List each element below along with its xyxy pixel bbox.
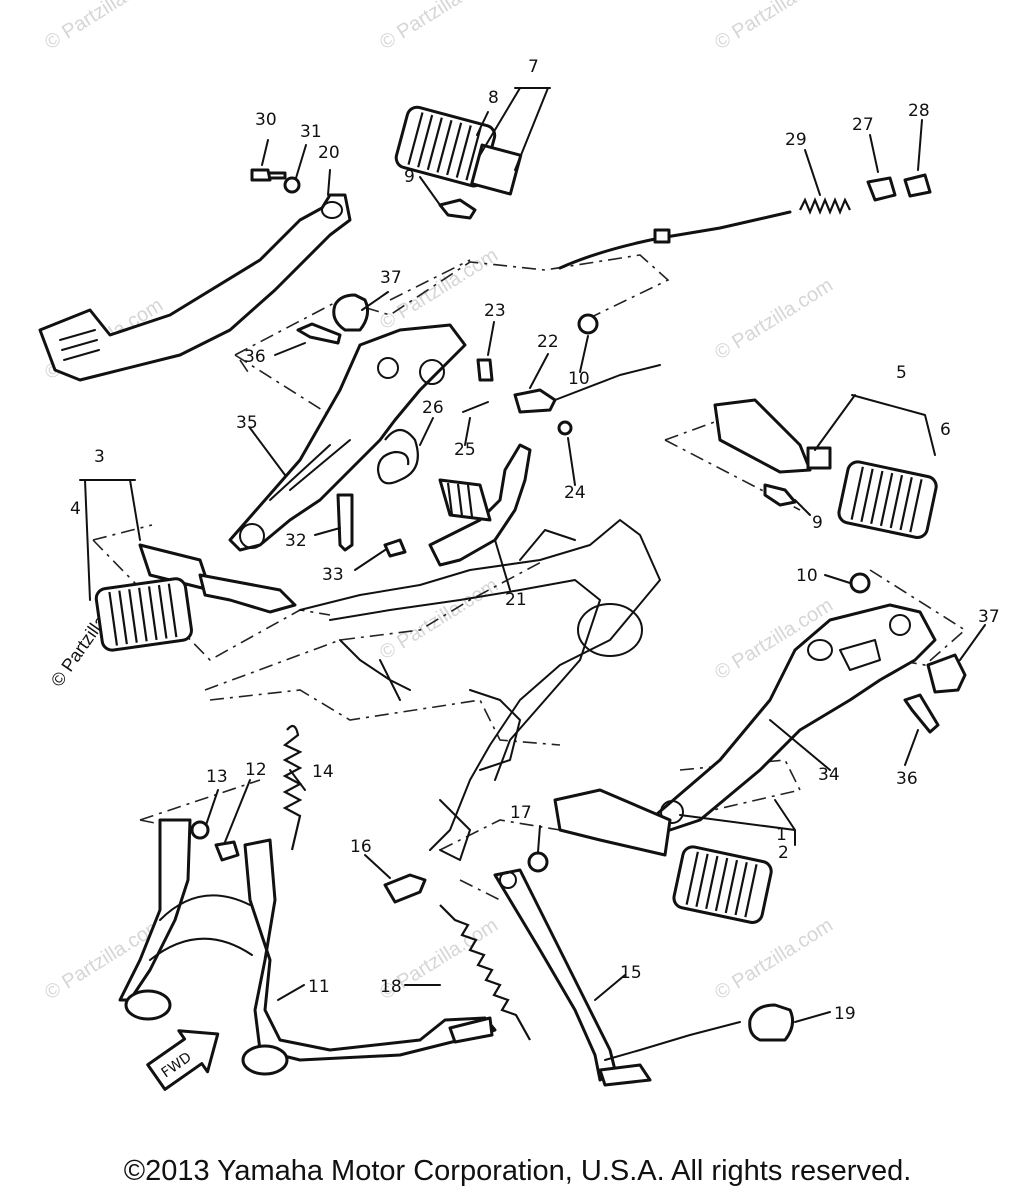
callout-26: 26 [422, 398, 444, 418]
watermark-text: © Partzilla.com [41, 0, 167, 54]
bolt-9-lower-icon [763, 483, 797, 507]
bushing-37-upper-icon [332, 293, 370, 332]
bushing-37-lower-icon [926, 653, 967, 694]
footrest-assembly-right [713, 398, 940, 541]
callout-10-lower: 10 [796, 566, 818, 586]
pin-23-icon [476, 358, 494, 382]
callout-25: 25 [454, 440, 476, 460]
copyright-notice: ©2013 Yamaha Motor Corporation, U.S.A. A… [123, 1155, 912, 1187]
callout-7: 7 [528, 57, 539, 77]
callout-labels: 1 2 3 4 5 6 7 8 9 9 10 10 11 12 13 14 15… [70, 57, 1000, 1024]
brake-pedal [38, 193, 352, 382]
callout-37-upper: 37 [380, 268, 402, 288]
callout-10-upper: 10 [568, 369, 590, 389]
callout-14: 14 [312, 762, 334, 782]
callout-2: 2 [778, 843, 789, 863]
watermark-text: © Partzilla.com [711, 914, 837, 1004]
footrest-bracket-left [228, 323, 467, 552]
callout-3: 3 [94, 447, 105, 467]
callout-37-lower: 37 [978, 607, 1000, 627]
callout-19: 19 [834, 1004, 856, 1024]
callout-6: 6 [940, 420, 951, 440]
callout-32: 32 [285, 531, 307, 551]
footrest-assembly-front [553, 788, 775, 926]
callout-16: 16 [350, 837, 372, 857]
callout-29: 29 [785, 130, 807, 150]
callout-15: 15 [620, 963, 642, 983]
callout-17: 17 [510, 803, 532, 823]
bolt-30-icon [250, 168, 287, 182]
forward-direction-arrow: FWD [146, 1029, 220, 1091]
brake-rod-assembly [558, 173, 932, 270]
callout-33: 33 [322, 565, 344, 585]
callout-34: 34 [818, 765, 840, 785]
bolt-36-lower-icon [903, 693, 940, 734]
spring-18-icon [439, 904, 531, 1041]
bolt-12-icon [214, 840, 240, 862]
nut-10-lower-icon [849, 572, 871, 594]
callout-23: 23 [484, 301, 506, 321]
washer-31-icon [283, 176, 301, 194]
callout-27: 27 [852, 115, 874, 135]
callout-31: 31 [300, 122, 322, 142]
callout-13: 13 [206, 767, 228, 787]
callout-11: 11 [308, 977, 330, 997]
callout-9-lower: 9 [812, 513, 823, 533]
callout-28: 28 [908, 101, 930, 121]
cotter-24-icon [557, 420, 573, 436]
callout-4: 4 [70, 499, 81, 519]
rod-end-icon [554, 364, 661, 401]
bolt-36-upper-icon [296, 322, 342, 345]
callout-18: 18 [380, 977, 402, 997]
nut-33-icon [383, 538, 407, 558]
callout-20: 20 [318, 143, 340, 163]
nut-10-upper-icon [577, 313, 599, 335]
bolt-16-icon [383, 873, 427, 904]
collar-17-icon [527, 851, 549, 873]
spring-14-icon [282, 724, 303, 851]
callout-30: 30 [255, 110, 277, 130]
callout-1: 1 [776, 825, 787, 845]
callout-36-upper: 36 [244, 347, 266, 367]
bolt-32-icon [336, 493, 354, 552]
leader-lines [79, 87, 986, 1023]
footrest-assembly-left [93, 543, 297, 653]
footrest-bracket-right [648, 603, 937, 832]
clevis-22-icon [513, 388, 557, 414]
watermark-text: © Partzilla.com [711, 274, 837, 364]
callout-8: 8 [488, 88, 499, 108]
washer-13-icon [190, 820, 210, 840]
watermark-text: © Partzilla.com [376, 0, 502, 54]
callout-35: 35 [236, 413, 258, 433]
callout-22: 22 [537, 332, 559, 352]
callout-5: 5 [896, 363, 907, 383]
watermark-text: © Partzilla.com [711, 0, 837, 54]
callout-21: 21 [505, 590, 527, 610]
callout-9-upper: 9 [404, 167, 415, 187]
rubber-19-icon [748, 1003, 795, 1042]
side-stand [493, 868, 741, 1087]
callout-12: 12 [245, 760, 267, 780]
brake-arm [428, 443, 532, 567]
callout-24: 24 [564, 483, 586, 503]
watermark-text: © Partzilla.com [376, 574, 502, 664]
callout-36-lower: 36 [896, 769, 918, 789]
frame-outline [299, 519, 661, 861]
bolt-9-upper-icon [438, 198, 477, 220]
footrest-assembly-7 [392, 103, 523, 196]
pin-25-icon [462, 401, 489, 413]
main-stand [118, 818, 497, 1076]
spring-26-icon [376, 428, 419, 485]
